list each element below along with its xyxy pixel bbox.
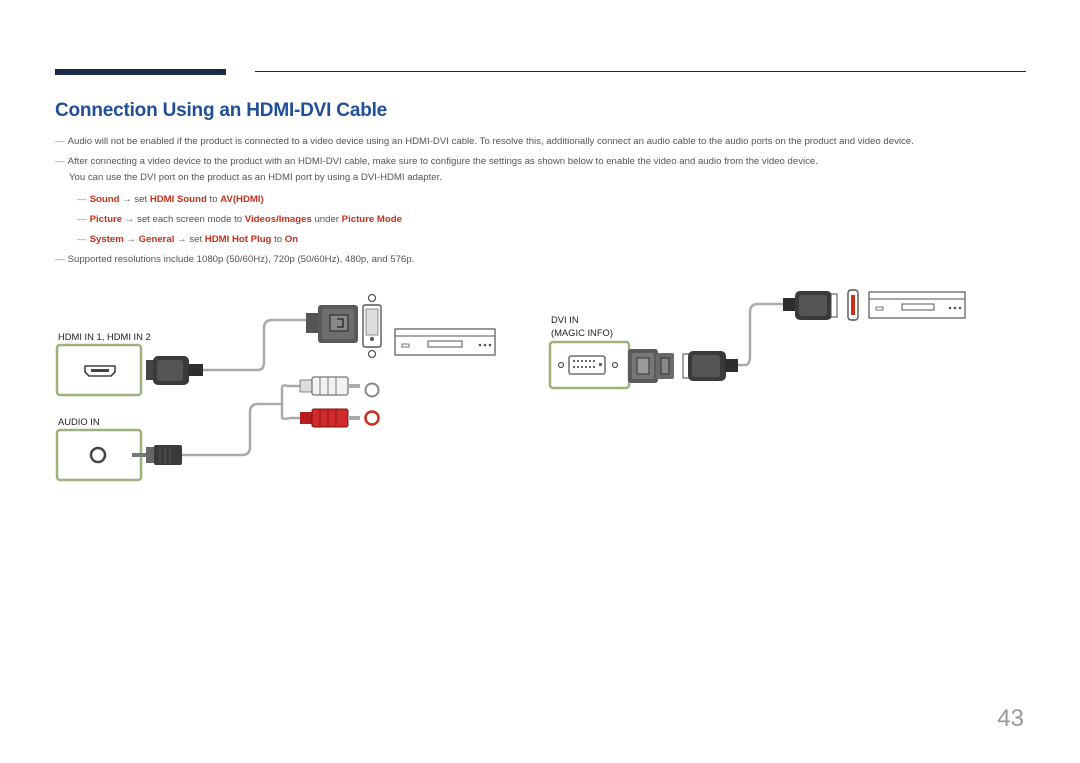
video-device-right-icon [868, 291, 966, 319]
audio-cable [180, 384, 302, 457]
dvi-port-sublabel: (MAGIC INFO) [551, 327, 613, 338]
dvi-plug-icon [306, 305, 358, 343]
rca-red-jack-icon [364, 410, 380, 426]
dvi-hdmi-cable [736, 302, 787, 367]
dvi-socket-icon [362, 293, 382, 359]
page-number: 43 [997, 705, 1024, 732]
rca-white-plug-icon [299, 376, 360, 396]
audio-port-frame [55, 428, 143, 482]
step-sound: ―Sound → set HDMI Sound to AV(HDMI) [77, 194, 264, 205]
header-rule-thin [255, 71, 1026, 72]
header-rule-thick [55, 69, 226, 75]
hdmi-socket-top-icon [847, 289, 859, 321]
hdmi-port-label: HDMI IN 1, HDMI IN 2 [58, 331, 151, 342]
page-title: Connection Using an HDMI-DVI Cable [55, 100, 388, 121]
dvi-port-label: DVI IN [551, 314, 579, 325]
audio-port-label: AUDIO IN [58, 416, 100, 427]
dvi-port-frame [548, 340, 631, 390]
audio-jack-icon [89, 446, 107, 464]
hdmi-plug-icon [146, 356, 203, 385]
note-settings: ―After connecting a video device to the … [55, 156, 818, 167]
video-device-icon [394, 328, 496, 356]
note-audio: ―Audio will not be enabled if the produc… [55, 136, 914, 147]
hdmi-plug-right-icon [682, 351, 738, 381]
dvi-hdmi-adapter-icon [628, 349, 674, 383]
step-system: ―System → General → set HDMI Hot Plug to… [77, 234, 299, 245]
hdmi-plug-top-icon [783, 291, 838, 320]
rca-white-jack-icon [364, 382, 380, 398]
rca-red-plug-icon [300, 408, 360, 428]
step-picture: ―Picture → set each screen mode to Video… [77, 214, 402, 225]
note-resolutions: ―Supported resolutions include 1080p (50… [55, 254, 415, 265]
audio-cable-split [280, 402, 302, 421]
stereo-plug-icon [132, 445, 182, 465]
note-settings-adapter: You can use the DVI port on the product … [69, 172, 442, 183]
hdmi-dvi-cable [201, 318, 310, 372]
hdmi-port-frame [55, 343, 143, 397]
